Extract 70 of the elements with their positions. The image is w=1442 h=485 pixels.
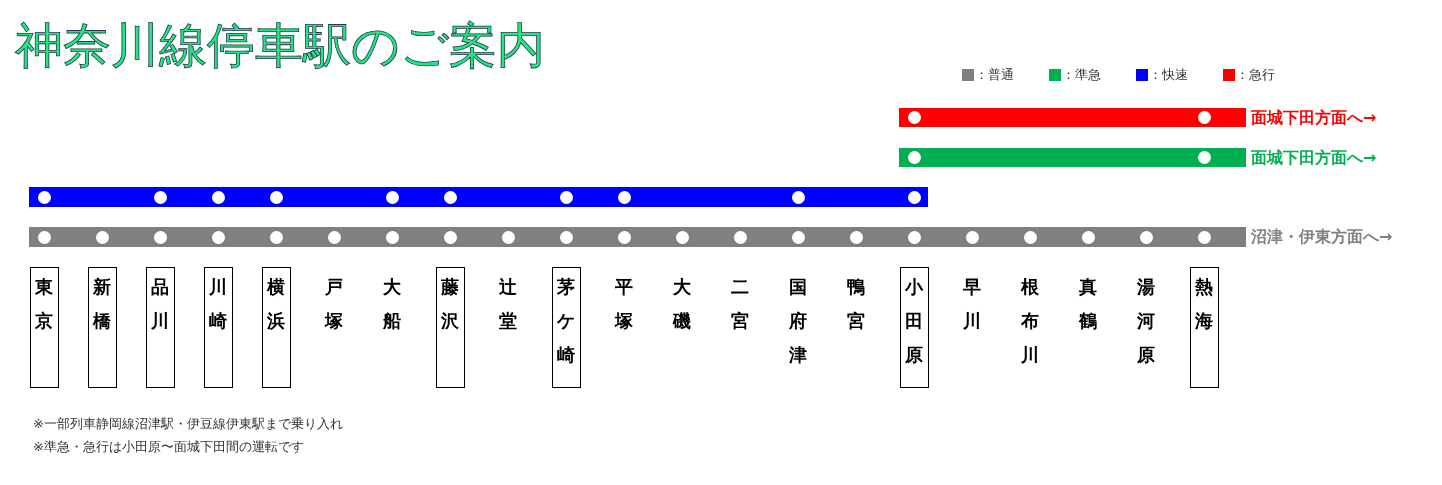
station-name: 国府津 — [788, 275, 808, 367]
station-box: 熱海 — [1189, 267, 1219, 388]
stop-dot-icon — [907, 230, 921, 244]
direction-label: 面城下田方面へ→ — [1251, 107, 1377, 128]
stop-dot-icon — [269, 190, 283, 204]
stop-dot-icon — [385, 230, 399, 244]
stop-dot-icon — [153, 190, 167, 204]
legend-label: ：普通 — [975, 68, 1014, 82]
stop-dot-icon — [1197, 111, 1211, 124]
stop-dot-icon — [849, 230, 863, 244]
stop-dot-icon — [907, 151, 921, 164]
stop-dot-icon — [443, 230, 457, 244]
stop-dot-icon — [907, 111, 921, 124]
station-name: 戸塚 — [323, 275, 344, 333]
route-bar — [29, 187, 928, 207]
direction-label: 面城下田方面へ→ — [1251, 147, 1377, 168]
stop-dot-icon — [385, 190, 399, 204]
station-name: 辻堂 — [498, 275, 518, 333]
stop-dot-icon — [1023, 230, 1037, 244]
stop-dot-icon — [1081, 230, 1095, 244]
legend-label: ：急行 — [1236, 68, 1275, 82]
stop-dot-icon — [965, 230, 979, 244]
direction-label: 沼津・伊東方面へ→ — [1251, 227, 1393, 247]
station-name: 根布川 — [1019, 275, 1040, 367]
station-box: 川崎 — [203, 267, 233, 388]
station-name: 大船 — [382, 275, 402, 333]
stop-dot-icon — [733, 230, 747, 244]
station-name: 鴨宮 — [846, 275, 866, 333]
stop-dot-icon — [269, 230, 283, 244]
station-name: 二宮 — [730, 275, 750, 333]
station-box: 藤沢 — [435, 267, 465, 388]
stop-dot-icon — [327, 230, 341, 244]
stop-dot-icon — [211, 230, 225, 244]
station-name: 早川 — [962, 275, 982, 333]
stop-dot-icon — [1197, 151, 1211, 164]
footnote: ※準急・急行は小田原〜面城下田間の運転です — [33, 439, 304, 455]
stop-dot-icon — [1197, 230, 1211, 244]
route-bar — [29, 227, 1246, 247]
stop-dot-icon — [617, 190, 631, 204]
stop-dot-icon — [211, 190, 225, 204]
stop-dot-icon — [37, 190, 51, 204]
station-box: 東京 — [29, 267, 59, 388]
footnote: ※一部列車静岡線沼津駅・伊豆線伊東駅まで乗り入れ — [33, 416, 343, 432]
station-box: 横浜 — [261, 267, 291, 388]
stop-dot-icon — [907, 190, 921, 204]
stop-dot-icon — [559, 190, 573, 204]
station-box: 小田原 — [899, 267, 929, 388]
stop-dot-icon — [675, 230, 689, 244]
station-name: 平塚 — [613, 275, 634, 333]
route-bar — [899, 148, 1246, 167]
stop-dot-icon — [791, 230, 805, 244]
stop-dot-icon — [443, 190, 457, 204]
stop-dot-icon — [1139, 230, 1153, 244]
stop-dot-icon — [37, 230, 51, 244]
legend-label: ：快速 — [1149, 68, 1188, 82]
station-box: 茅ケ崎 — [551, 267, 581, 388]
stop-dot-icon — [791, 190, 805, 204]
station-box: 品川 — [145, 267, 175, 388]
legend-label: ：準急 — [1062, 68, 1101, 82]
stop-dot-icon — [559, 230, 573, 244]
stop-dot-icon — [501, 230, 515, 244]
station-name: 湯河原 — [1136, 275, 1156, 367]
title: 神奈川線停車駅のご案内 — [15, 17, 545, 73]
stop-dot-icon — [153, 230, 167, 244]
station-box: 新橋 — [87, 267, 117, 388]
station-name: 大磯 — [671, 275, 692, 333]
route-bar — [899, 108, 1246, 127]
stop-dot-icon — [617, 230, 631, 244]
station-name: 真鶴 — [1077, 275, 1098, 333]
stop-dot-icon — [95, 230, 109, 244]
